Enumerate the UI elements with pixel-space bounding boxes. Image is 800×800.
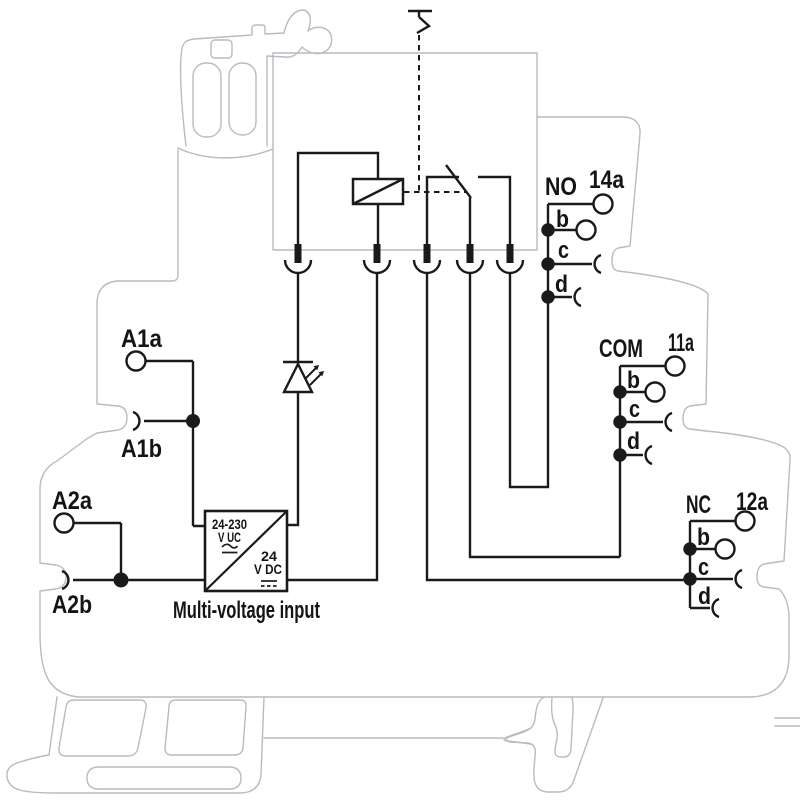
junction-dots: [113, 223, 697, 588]
terminal-com-c-socket-arc: [664, 411, 673, 433]
wire-a2a: [74, 521, 123, 580]
terminal-group-no: [548, 193, 614, 308]
terminal-no-c-socket-arc: [593, 253, 602, 275]
terminal-com-b-circle: [644, 381, 666, 403]
row-label-nc-b: b: [697, 524, 710, 551]
row-label-no-c: c: [558, 237, 569, 264]
power-box-dc-line1: 24: [261, 549, 278, 564]
din-foot-left-slot-b: [164, 699, 247, 756]
din-rail-stub-right: [774, 717, 800, 727]
terminal-nc-b-circle: [714, 538, 736, 560]
latch-outline: [179, 9, 333, 147]
din-foot-right-slot: [550, 697, 574, 758]
din-foot-left-slot-bottom: [86, 766, 242, 790]
latch-slot-right: [228, 62, 257, 136]
wire-pin2-to-box: [287, 273, 379, 582]
terminal-a1a-circle: [125, 350, 147, 372]
led-indicator-icon: [282, 273, 324, 527]
wire-pin5-to-no: [508, 204, 550, 489]
terminal-12a-circle: [734, 510, 756, 532]
terminal-a2b-socket-arc: [61, 569, 70, 591]
power-box-range-line2: V UC: [218, 530, 241, 545]
uc-tilde-icon: [221, 543, 239, 549]
row-label-nc-c: c: [698, 554, 709, 581]
module-body-outline: [39, 116, 791, 698]
terminal-a1b-socket-arc: [132, 410, 141, 432]
terminal-label-a1a: A1a: [121, 325, 163, 353]
group-label-com: COM: [599, 335, 643, 363]
din-foot-right: [505, 696, 604, 793]
terminal-label-a1b: A1b: [121, 435, 162, 463]
terminal-nc-d-socket-arc: [711, 597, 720, 619]
group-label-nc: NC: [686, 491, 711, 519]
terminal-a2a-circle: [53, 512, 75, 534]
relay-plug-pins: [283, 244, 525, 275]
terminal-com-d-socket-arc: [644, 444, 653, 466]
test-actuator-icon: [408, 9, 432, 35]
terminal-11a-circle: [664, 355, 686, 377]
latch-knob: [210, 39, 233, 59]
module-housing-outline: [6, 9, 800, 794]
terminal-group-nc: [688, 510, 756, 619]
wire-pin3-to-nc: [425, 273, 690, 582]
power-box-range-line1: 24-230: [212, 517, 247, 532]
relay-contact-icon: [425, 164, 512, 244]
row-label-com-d: d: [627, 428, 640, 455]
circuit: [53, 9, 756, 619]
wire-coil-to-pin1: [296, 151, 380, 244]
din-foot-left-slot-a: [58, 699, 147, 757]
row-label-com-b: b: [627, 367, 640, 394]
mechanical-link-dashed: [404, 35, 467, 193]
group-label-no: NO: [545, 173, 577, 201]
terminal-14a-circle: [592, 193, 614, 215]
terminal-label-11a: 11a: [668, 329, 695, 357]
row-label-no-b: b: [556, 206, 569, 233]
terminal-label-12a: 12a: [736, 488, 769, 516]
power-converter-box: [203, 509, 289, 593]
terminal-label-a2a: A2a: [52, 487, 93, 515]
labels: A1a A1b A2a A2b NO 14a b c d COM 11a b c…: [52, 166, 769, 624]
latch-slot-left: [192, 62, 222, 138]
relay-compartment-box: [272, 52, 538, 251]
wire-pin4-to-com: [468, 273, 620, 559]
terminal-label-14a: 14a: [589, 166, 625, 194]
row-label-no-d: d: [555, 271, 568, 298]
power-box-dc-line2: V DC: [254, 562, 282, 577]
latch-saddle: [177, 147, 274, 159]
terminal-label-a2b: A2b: [52, 591, 92, 619]
wire-a1: [146, 359, 205, 528]
terminal-no-b-circle: [575, 219, 597, 241]
row-label-nc-d: d: [698, 583, 711, 610]
terminal-nc-c-socket-arc: [734, 568, 743, 590]
din-foot-left: [6, 696, 265, 794]
relay-coil-icon: [351, 177, 405, 206]
row-label-com-c: c: [629, 396, 640, 423]
terminal-no-d-socket-arc: [573, 286, 582, 308]
caption-multi-voltage-input: Multi-voltage input: [173, 597, 320, 624]
